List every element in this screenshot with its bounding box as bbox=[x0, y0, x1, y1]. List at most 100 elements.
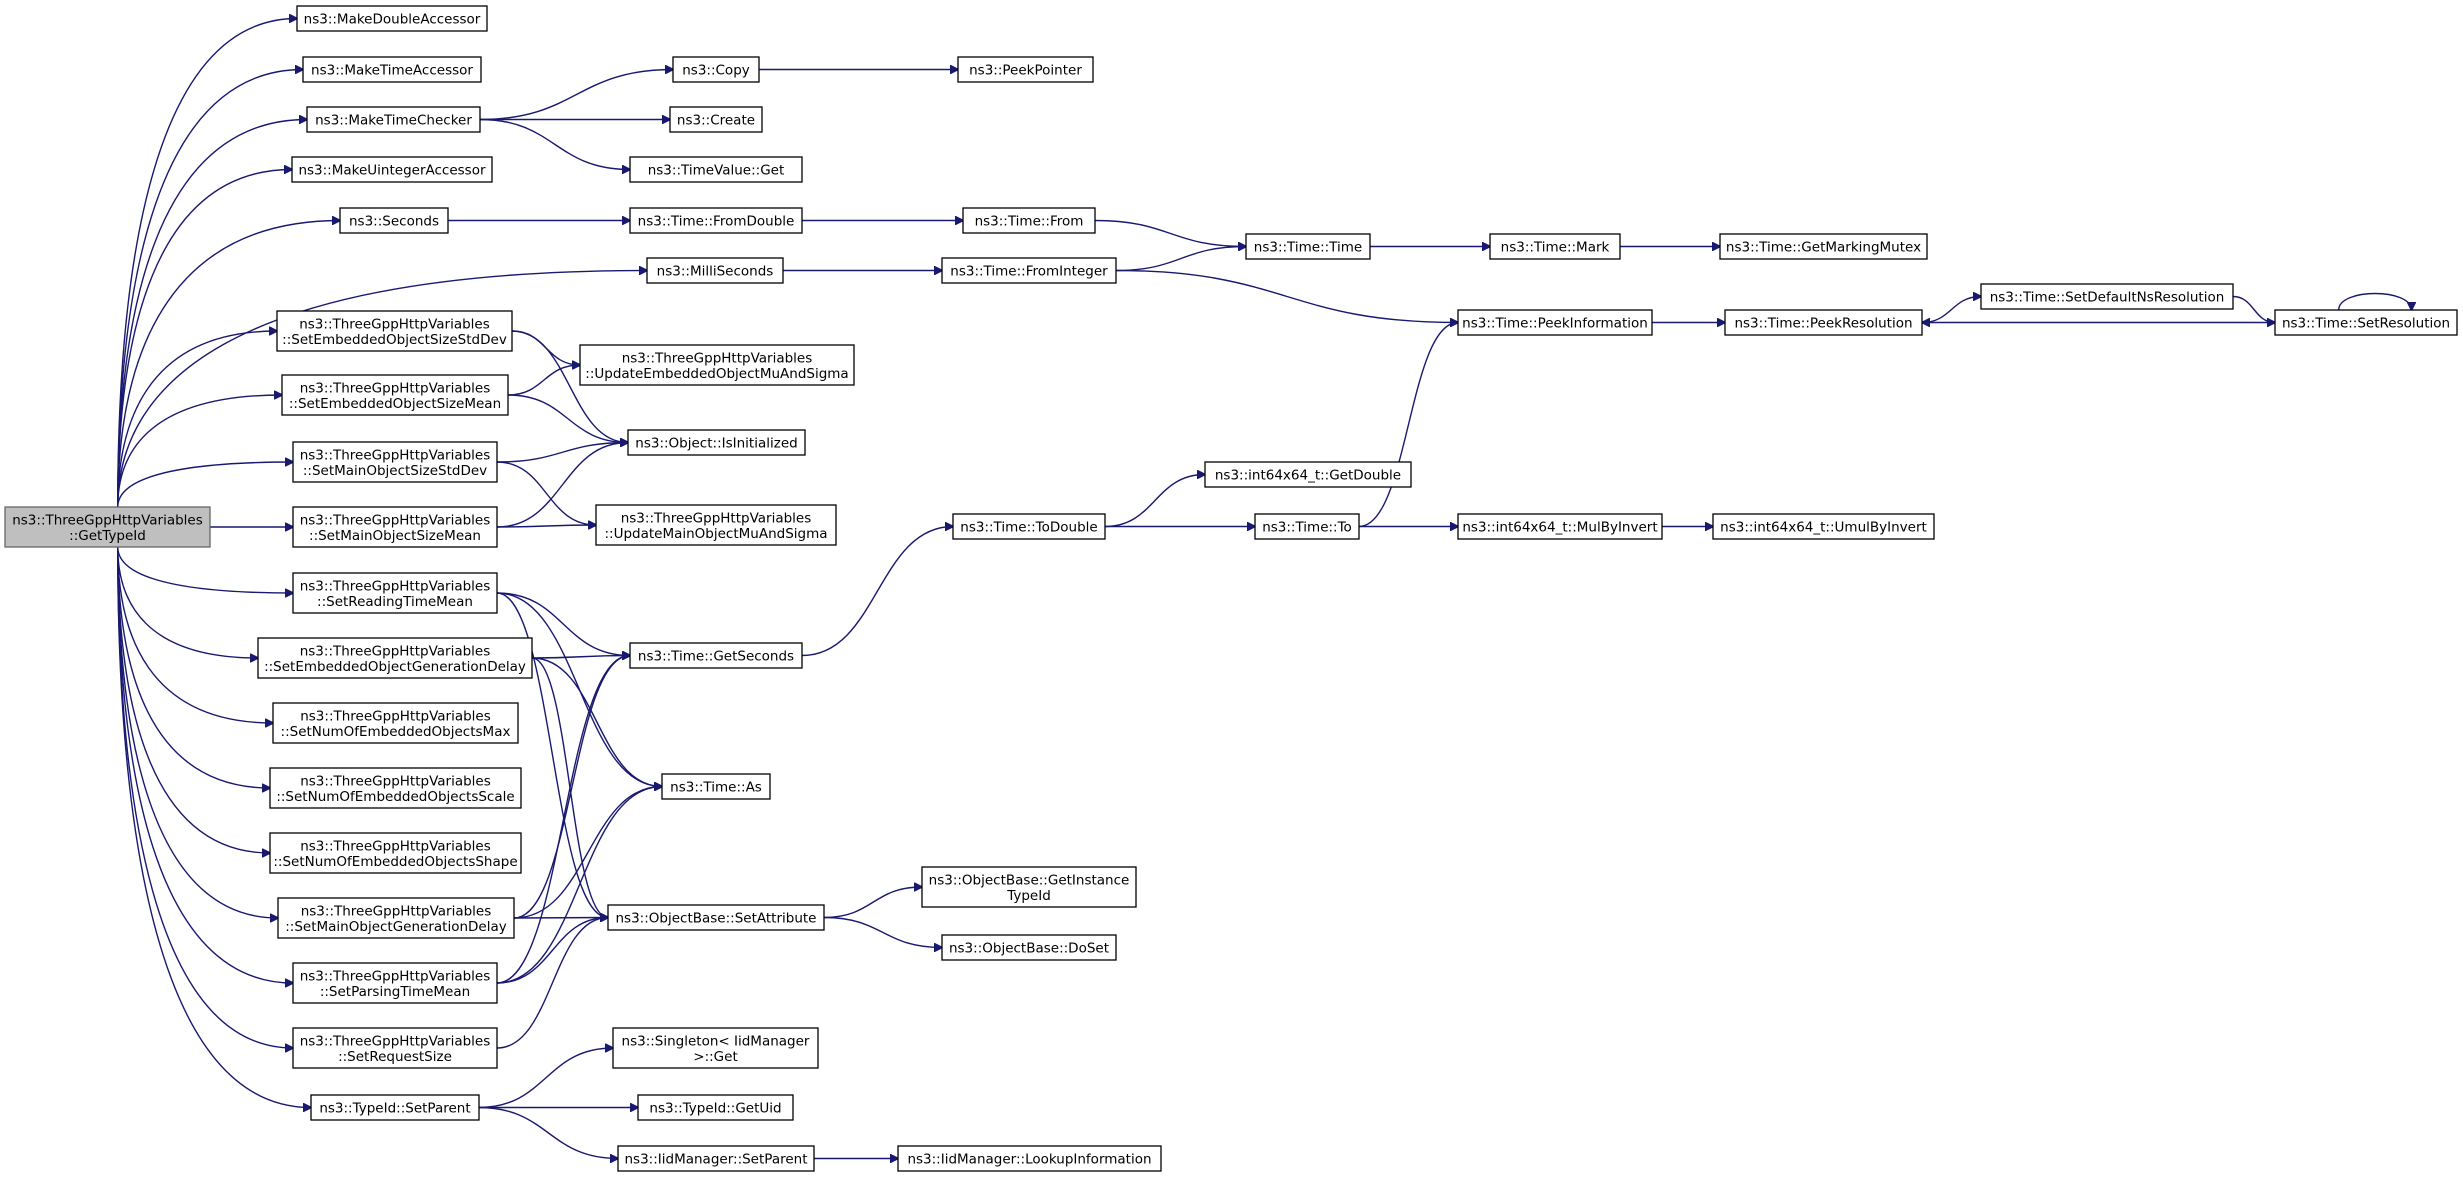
function-node[interactable]: ns3::ObjectBase::DoSet bbox=[941, 934, 1117, 961]
function-node[interactable]: ns3::Time::FromInteger bbox=[941, 257, 1117, 284]
node-label: ::SetEmbeddedObjectSizeMean bbox=[289, 396, 501, 412]
node-label: ns3::Time::To bbox=[1262, 520, 1352, 536]
node-label: ns3::Time::From bbox=[975, 214, 1084, 230]
function-node[interactable]: ns3::Time::As bbox=[661, 773, 771, 800]
node-label: ns3::ThreeGppHttpVariables bbox=[300, 512, 491, 528]
node-label: ns3::Time::FromDouble bbox=[638, 214, 795, 230]
function-node[interactable]: ns3::ThreeGppHttpVariables::SetParsingTi… bbox=[292, 962, 498, 1004]
node-box bbox=[310, 1094, 480, 1121]
call-edge bbox=[1921, 297, 1981, 324]
node-box bbox=[1204, 461, 1412, 488]
node-box bbox=[629, 207, 803, 234]
function-node[interactable]: ns3::Time::GetMarkingMutex bbox=[1719, 233, 1928, 260]
call-edge bbox=[513, 656, 630, 919]
function-node[interactable]: ns3::ThreeGppHttpVariables::SetRequestSi… bbox=[292, 1027, 498, 1069]
node-label: ns3::Time::SetDefaultNsResolution bbox=[1990, 290, 2225, 306]
function-node[interactable]: ns3::Time::FromDouble bbox=[629, 207, 803, 234]
function-node[interactable]: ns3::int64x64_t::MulByInvert bbox=[1457, 513, 1663, 540]
call-edge bbox=[117, 546, 273, 723]
function-node[interactable]: ns3::ThreeGppHttpVariables::SetEmbeddedO… bbox=[257, 637, 533, 679]
function-node[interactable]: ns3::Time::PeekInformation bbox=[1457, 309, 1653, 336]
function-node[interactable]: ns3::MakeTimeChecker bbox=[306, 106, 481, 133]
call-edge bbox=[496, 525, 596, 527]
call-edge bbox=[496, 918, 608, 984]
function-node[interactable]: ns3::Copy bbox=[672, 56, 760, 83]
function-node[interactable]: ns3::Singleton< IidManager>::Get bbox=[612, 1027, 819, 1069]
node-label: ns3::PeekPointer bbox=[969, 63, 1082, 79]
call-edge bbox=[1115, 269, 1458, 323]
function-node[interactable]: ns3::Seconds bbox=[339, 207, 449, 234]
function-node[interactable]: ns3::Time::GetSeconds bbox=[629, 642, 803, 669]
call-edge bbox=[117, 546, 311, 1108]
call-edge bbox=[479, 118, 630, 170]
root-function-node[interactable]: ns3::ThreeGppHttpVariables::GetTypeId bbox=[4, 506, 211, 548]
node-label: ns3::ObjectBase::DoSet bbox=[949, 941, 1109, 957]
function-node[interactable]: ns3::int64x64_t::GetDouble bbox=[1204, 461, 1412, 488]
function-node[interactable]: ns3::MakeUintegerAccessor bbox=[291, 156, 493, 183]
function-node[interactable]: ns3::MakeTimeAccessor bbox=[302, 56, 482, 83]
function-node[interactable]: ns3::TimeValue::Get bbox=[629, 156, 803, 183]
function-node[interactable]: ns3::IidManager::LookupInformation bbox=[897, 1145, 1162, 1172]
function-node[interactable]: ns3::ThreeGppHttpVariables::SetReadingTi… bbox=[292, 572, 498, 614]
call-edge bbox=[496, 592, 608, 918]
node-box bbox=[1457, 309, 1653, 336]
node-box bbox=[897, 1145, 1162, 1172]
function-node[interactable]: ns3::ThreeGppHttpVariables::SetEmbeddedO… bbox=[281, 374, 509, 416]
function-node[interactable]: ns3::Time::ToDouble bbox=[952, 513, 1106, 540]
node-label: ns3::ObjectBase::SetAttribute bbox=[616, 911, 817, 927]
function-node[interactable]: ns3::ThreeGppHttpVariables::SetNumOfEmbe… bbox=[272, 702, 519, 744]
node-box bbox=[292, 506, 498, 548]
function-node[interactable]: ns3::TypeId::GetUid bbox=[637, 1094, 794, 1121]
nodes-layer: ns3::ThreeGppHttpVariables::GetTypeIdns3… bbox=[4, 5, 2458, 1172]
node-label: ns3::ThreeGppHttpVariables bbox=[300, 447, 491, 463]
node-box bbox=[339, 207, 449, 234]
node-box bbox=[941, 934, 1117, 961]
function-node[interactable]: ns3::PeekPointer bbox=[957, 56, 1094, 83]
node-label: ns3::Time::GetMarkingMutex bbox=[1726, 240, 1921, 256]
node-label: ns3::Time::GetSeconds bbox=[638, 649, 794, 665]
node-label: ns3::Time::SetResolution bbox=[2282, 316, 2450, 332]
function-node[interactable]: ns3::ThreeGppHttpVariables::UpdateEmbedd… bbox=[579, 344, 855, 386]
node-box bbox=[276, 310, 513, 352]
function-node[interactable]: ns3::Time::PeekResolution bbox=[1724, 309, 1923, 336]
node-label: ns3::ThreeGppHttpVariables bbox=[300, 578, 491, 594]
node-box bbox=[952, 513, 1106, 540]
function-node[interactable]: ns3::ObjectBase::SetAttribute bbox=[607, 904, 825, 931]
function-node[interactable]: ns3::Object::IsInitialized bbox=[627, 429, 806, 456]
node-label: ::SetReadingTimeMean bbox=[317, 594, 473, 610]
function-node[interactable]: ns3::Time::To bbox=[1254, 513, 1360, 540]
function-node[interactable]: ns3::Time::SetDefaultNsResolution bbox=[1980, 283, 2234, 310]
function-node[interactable]: ns3::ThreeGppHttpVariables::SetNumOfEmbe… bbox=[269, 832, 522, 874]
node-box bbox=[1712, 513, 1935, 540]
call-edge bbox=[801, 527, 953, 657]
node-box bbox=[292, 441, 498, 483]
call-edge bbox=[496, 443, 628, 463]
node-box bbox=[629, 642, 803, 669]
node-box bbox=[306, 106, 481, 133]
node-label: ns3::Seconds bbox=[349, 214, 439, 230]
function-node[interactable]: ns3::Time::From bbox=[962, 207, 1096, 234]
function-node[interactable]: ns3::ThreeGppHttpVariables::SetNumOfEmbe… bbox=[269, 767, 522, 809]
function-node[interactable]: ns3::ThreeGppHttpVariables::UpdateMainOb… bbox=[595, 504, 837, 546]
function-node[interactable]: ns3::Time::Mark bbox=[1489, 233, 1621, 260]
node-label: ::SetNumOfEmbeddedObjectsMax bbox=[281, 724, 511, 740]
node-label: ns3::ThreeGppHttpVariables bbox=[300, 1033, 491, 1049]
function-node[interactable]: ns3::MilliSeconds bbox=[646, 257, 784, 284]
function-node[interactable]: ns3::Time::Time bbox=[1245, 233, 1371, 260]
call-edge bbox=[117, 170, 292, 508]
function-node[interactable]: ns3::MakeDoubleAccessor bbox=[296, 5, 488, 32]
node-label: ns3::MilliSeconds bbox=[657, 264, 774, 280]
function-node[interactable]: ns3::ThreeGppHttpVariables::SetMainObjec… bbox=[277, 897, 515, 939]
function-node[interactable]: ns3::TypeId::SetParent bbox=[310, 1094, 480, 1121]
function-node[interactable]: ns3::IidManager::SetParent bbox=[617, 1145, 815, 1172]
function-node[interactable]: ns3::ThreeGppHttpVariables::SetMainObjec… bbox=[292, 441, 498, 483]
function-node[interactable]: ns3::int64x64_t::UmulByInvert bbox=[1712, 513, 1935, 540]
function-node[interactable]: ns3::ThreeGppHttpVariables::SetEmbeddedO… bbox=[276, 310, 513, 352]
node-label: ns3::TimeValue::Get bbox=[648, 163, 785, 179]
node-label: ns3::ThreeGppHttpVariables bbox=[300, 968, 491, 984]
function-node[interactable]: ns3::Time::SetResolution bbox=[2274, 309, 2458, 336]
function-node[interactable]: ns3::Create bbox=[669, 106, 763, 133]
function-node[interactable]: ns3::ThreeGppHttpVariables::SetMainObjec… bbox=[292, 506, 498, 548]
